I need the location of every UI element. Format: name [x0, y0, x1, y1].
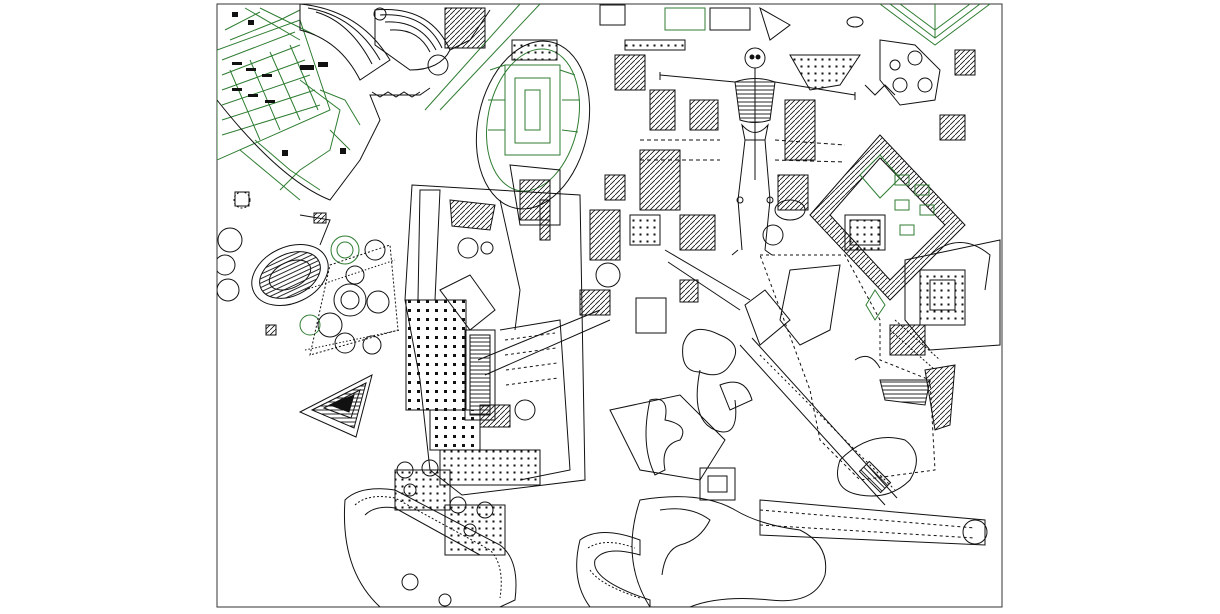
wedge-plan: [631, 496, 988, 607]
right-building-cluster: [864, 4, 1001, 431]
free-form-plan: [609, 254, 936, 501]
green-garden-court: [809, 134, 966, 321]
triangle-temple: [298, 374, 373, 438]
diagonal-gallery: [719, 337, 898, 506]
skeleton-figure: [659, 47, 856, 256]
grid-block: [404, 184, 611, 496]
dark-plans: [579, 4, 864, 334]
garden-parterre: [217, 4, 541, 201]
oval-courtyard: [475, 39, 591, 226]
domed-villa: [299, 235, 401, 356]
curved-terrace: [343, 459, 651, 607]
stadium-plan: [217, 191, 331, 336]
small-theatre: [373, 7, 491, 76]
